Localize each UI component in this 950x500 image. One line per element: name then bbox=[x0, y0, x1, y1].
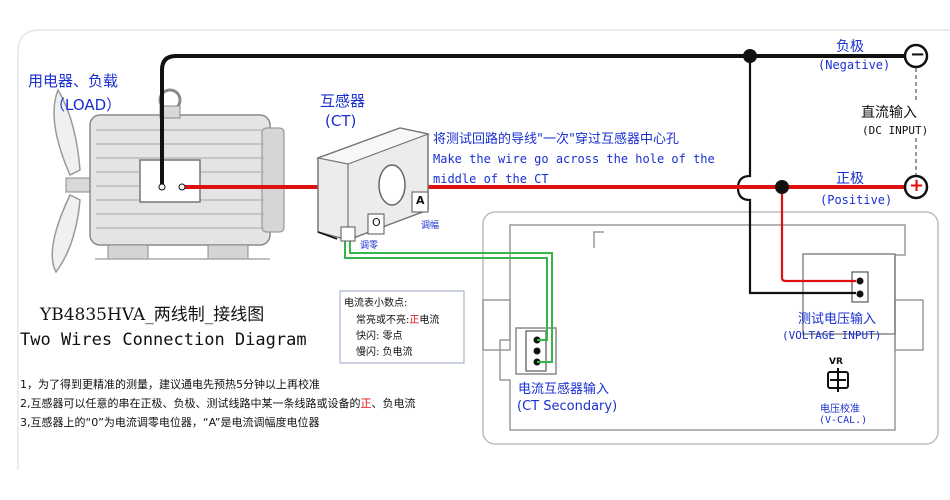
negative-junction bbox=[743, 49, 757, 63]
current-transformer bbox=[315, 127, 431, 242]
ct-amp-label: 调幅 bbox=[421, 221, 440, 231]
ct-label-en: (CT) bbox=[325, 112, 357, 130]
dc-input-label-en: (DC INPUT) bbox=[862, 124, 929, 137]
decimal-line-1-highlight: 正 bbox=[409, 315, 420, 326]
ct-wire-2 bbox=[349, 227, 553, 363]
decimal-line-3: 慢闪: 负电流 bbox=[356, 347, 413, 358]
negative-symbol: − bbox=[910, 44, 926, 65]
note-1: 1，为了得到更精准的测量，建议通电先预热5分钟以上再校准 bbox=[20, 378, 320, 391]
ct-zero-mark: O bbox=[372, 216, 381, 229]
load-label-en: （LOAD） bbox=[50, 96, 122, 114]
decimal-box-title: 电流表小数点: bbox=[344, 298, 408, 309]
motor-icon bbox=[51, 88, 285, 274]
negative-label-cn: 负极 bbox=[836, 39, 864, 55]
negative-label-en: (Negative) bbox=[818, 58, 891, 72]
note-2-suffix: 、负电流 bbox=[371, 397, 416, 410]
negative-wire bbox=[160, 54, 906, 187]
positive-label-en: (Positive) bbox=[820, 193, 893, 207]
ct-wire-1 bbox=[344, 227, 548, 341]
ct-zero-label: 调零 bbox=[360, 241, 379, 251]
note-2: 2,互感器可以任意的串在正极、负极、测试线路中某一条线路或设备的正、负电流 bbox=[20, 395, 416, 411]
voltage-input-en: (VOLTAGE INPUT) bbox=[782, 329, 882, 342]
vr-label: VR bbox=[829, 357, 843, 367]
ct-input-en: (CT Secondary) bbox=[517, 399, 618, 414]
positive-symbol: + bbox=[909, 175, 925, 196]
decimal-info-box bbox=[339, 290, 465, 364]
vcal-label-cn: 电压校准 bbox=[820, 404, 860, 415]
motor-terminal-pos bbox=[178, 183, 186, 191]
decimal-line-1-prefix: 常亮或不亮: bbox=[356, 315, 410, 326]
ct-amp-mark: A bbox=[416, 194, 425, 207]
ct-label-cn: 互感器 bbox=[320, 92, 366, 110]
voltage-input-cn: 测试电压输入 bbox=[798, 312, 877, 327]
vcal-label-en: (V-CAL.) bbox=[819, 415, 868, 426]
note-3: 3,互感器上的“0”为电流调零电位器，“A”是电流调幅度电位器 bbox=[20, 416, 320, 429]
instruction-en-1: Make the wire go across the hole of the bbox=[433, 152, 715, 166]
positive-sense-wire bbox=[780, 187, 856, 283]
note-2-highlight: 正 bbox=[360, 397, 372, 410]
dc-input-label-cn: 直流输入 bbox=[861, 102, 917, 122]
positive-label-cn: 正极 bbox=[836, 171, 864, 187]
instruction-cn: 将测试回路的导线"一次"穿过互感器中心孔 bbox=[433, 132, 679, 147]
diagram-title-cn: YB4835HVA_两线制_接线图 bbox=[40, 305, 265, 325]
ct-input-cn: 电流互感器输入 bbox=[518, 382, 610, 397]
decimal-line-2: 快闪: 零点 bbox=[356, 331, 403, 342]
diagram-title-en: Two Wires Connection Diagram bbox=[20, 330, 307, 350]
decimal-line-1-suffix: 电流 bbox=[419, 315, 440, 326]
note-2-prefix: 2,互感器可以任意的串在正极、负极、测试线路中某一条线路或设备的 bbox=[20, 397, 361, 410]
instruction-en-2: middle of the CT bbox=[433, 172, 549, 186]
negative-terminal bbox=[903, 43, 929, 69]
load-label-cn: 用电器、负载 bbox=[28, 72, 119, 90]
positive-terminal bbox=[903, 174, 929, 200]
motor-terminal-neg bbox=[158, 183, 166, 191]
outer-frame bbox=[17, 29, 950, 470]
decimal-line-1: 常亮或不亮:正电流 bbox=[356, 311, 439, 326]
positive-junction bbox=[775, 180, 789, 194]
